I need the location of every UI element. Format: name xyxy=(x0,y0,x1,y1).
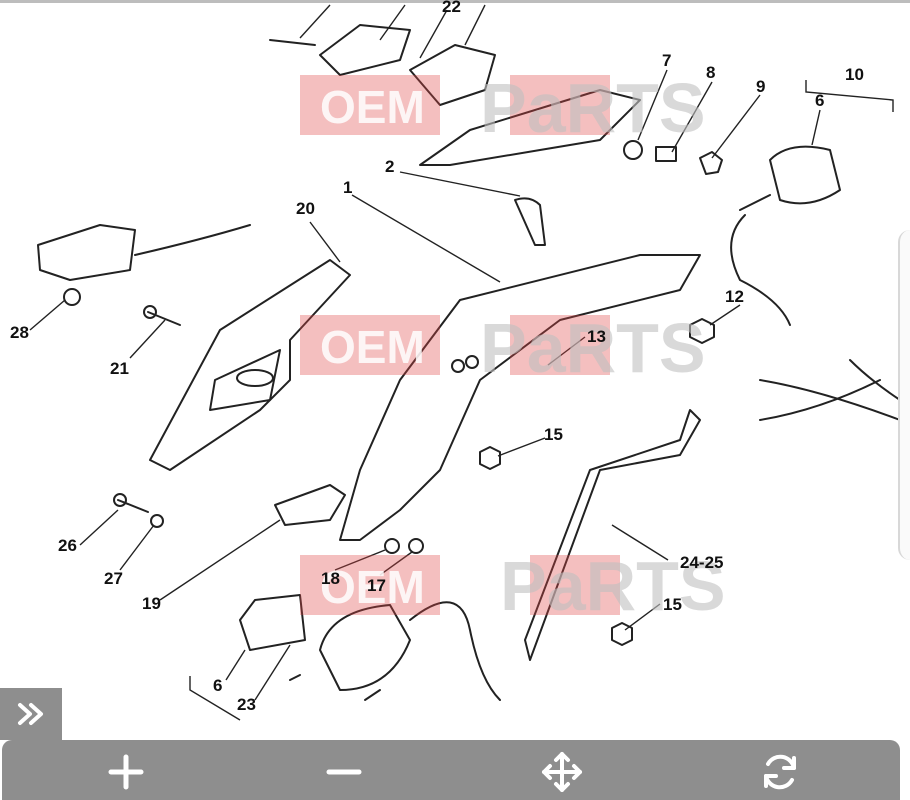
svg-text:19: 19 xyxy=(142,594,161,613)
svg-text:18: 18 xyxy=(321,569,340,588)
rear-lamp xyxy=(37,224,136,281)
plate-holder xyxy=(149,259,351,471)
rotate-button[interactable] xyxy=(750,748,810,796)
top-lamp-part xyxy=(409,44,496,106)
svg-text:PaRTS: PaRTS xyxy=(500,547,726,625)
expand-panel-button[interactable] xyxy=(0,688,62,740)
watermark-oem-3: OEM xyxy=(320,561,425,613)
svg-text:22: 22 xyxy=(442,0,461,16)
side-fender xyxy=(524,409,701,661)
left-turn-signal xyxy=(319,604,411,691)
svg-text:PaRTS: PaRTS xyxy=(480,69,706,147)
svg-text:12: 12 xyxy=(725,287,744,306)
zoom-in-button[interactable] xyxy=(96,748,156,796)
svg-text:10: 10 xyxy=(845,65,864,84)
svg-text:6: 6 xyxy=(213,676,222,695)
pan-button[interactable] xyxy=(532,748,592,796)
expand-icon xyxy=(18,703,43,725)
svg-text:15: 15 xyxy=(544,425,563,444)
watermark xyxy=(300,75,620,615)
svg-text:13: 13 xyxy=(587,327,606,346)
svg-text:20: 20 xyxy=(296,199,315,218)
svg-text:7: 7 xyxy=(662,51,671,70)
watermark-oem-1: OEM xyxy=(320,81,425,133)
svg-text:2: 2 xyxy=(385,157,394,176)
svg-text:28: 28 xyxy=(10,323,29,342)
main-fender xyxy=(339,254,701,541)
side-drawer-handle[interactable] xyxy=(898,230,910,560)
top-bracket xyxy=(419,89,641,166)
svg-text:26: 26 xyxy=(58,536,77,555)
lower-reflector xyxy=(239,594,306,651)
image-toolbar xyxy=(2,740,900,800)
svg-text:21: 21 xyxy=(110,359,129,378)
svg-text:24-25: 24-25 xyxy=(680,553,723,572)
rotate-icon xyxy=(764,754,796,790)
svg-text:9: 9 xyxy=(756,77,765,96)
svg-text:PaRTS: PaRTS xyxy=(480,309,706,387)
right-turn-signal xyxy=(769,145,841,205)
callout-labels: 22 7 8 9 10 6 2 1 20 12 28 21 13 15 26 2… xyxy=(10,0,864,714)
top-reflector-part xyxy=(319,24,411,76)
svg-text:6: 6 xyxy=(815,91,824,110)
svg-text:23: 23 xyxy=(237,695,256,714)
pan-icon xyxy=(542,752,582,792)
zoom-out-button[interactable] xyxy=(314,748,374,796)
svg-text:27: 27 xyxy=(104,569,123,588)
svg-text:1: 1 xyxy=(343,178,352,197)
svg-text:8: 8 xyxy=(706,63,715,82)
svg-text:17: 17 xyxy=(367,576,386,595)
top-border xyxy=(0,0,910,3)
zoom-in-icon xyxy=(108,754,144,790)
svg-text:15: 15 xyxy=(663,595,682,614)
zoom-out-icon xyxy=(326,769,362,775)
watermark-oem-2: OEM xyxy=(320,321,425,373)
